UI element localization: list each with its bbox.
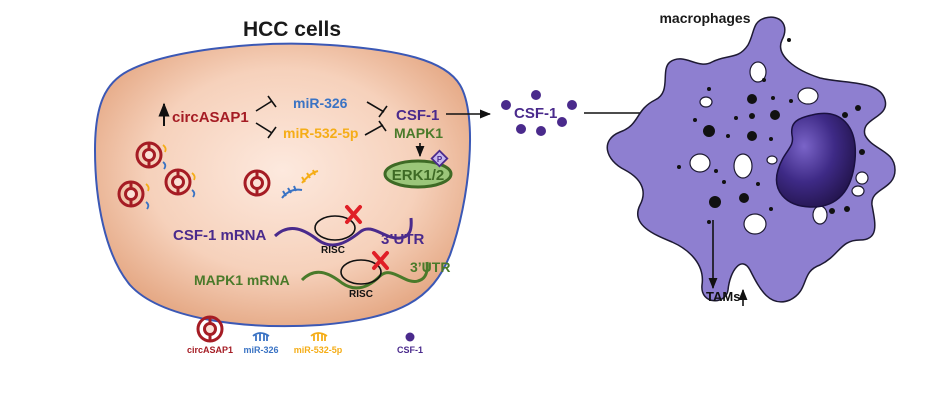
circ-inhibits-mir532-line bbox=[255, 122, 273, 134]
circasap1-label: circASAP1 bbox=[172, 109, 249, 126]
csf1-mrna-strand bbox=[273, 217, 413, 247]
erk12-label: ERK1/2 bbox=[392, 167, 445, 184]
circrna-cluster bbox=[117, 141, 319, 210]
inhibition-lines bbox=[255, 95, 388, 139]
legend-mir326-icon bbox=[252, 332, 270, 341]
mapk1-label: MAPK1 bbox=[394, 125, 443, 141]
mapk1-utr-label: 3’UTR bbox=[410, 259, 450, 275]
phospho-icon: P bbox=[430, 149, 449, 168]
legend-circrna-icon bbox=[196, 315, 224, 343]
erk-oval bbox=[383, 159, 453, 189]
csf1-dot-icon bbox=[557, 117, 567, 127]
legend-mir532-icon bbox=[310, 332, 328, 341]
csf1-inhibit-x-icon bbox=[345, 205, 362, 224]
csf1-dot-icon bbox=[516, 124, 526, 134]
secreted-csf1-dots bbox=[501, 90, 577, 136]
csf1-mrna-label: CSF-1 mRNA bbox=[173, 227, 267, 244]
csf1-dot-icon bbox=[567, 100, 577, 110]
csf1-dot-icon bbox=[531, 90, 541, 100]
macrophage-nucleus bbox=[775, 112, 857, 208]
legend-mir326-label: miR-326 bbox=[243, 345, 278, 355]
mapk1-risc-complex bbox=[340, 259, 382, 285]
legend-mir532-label: miR-532-5p bbox=[294, 345, 343, 355]
csf1-risc-label: RISC bbox=[321, 245, 345, 256]
phospho-label: P bbox=[437, 155, 443, 164]
secreted-csf1-label: CSF-1 bbox=[514, 105, 557, 122]
mir-532-5p-label: miR-532-5p bbox=[283, 125, 358, 141]
legend-csf1-label: CSF-1 bbox=[397, 345, 423, 355]
legend: circASAP1 miR-326 miR-532-5p CSF-1 bbox=[187, 315, 423, 355]
mapk1-risc-label: RISC bbox=[349, 289, 373, 300]
mir532-inhibits-mapk1-line bbox=[364, 124, 384, 136]
legend-csf1-dot-icon bbox=[405, 332, 415, 342]
circ-inhibits-mir326-line bbox=[255, 100, 273, 112]
macrophages-title: macrophages bbox=[659, 10, 750, 26]
csf1-risc-complex bbox=[314, 215, 356, 241]
free-mirna-icon bbox=[281, 169, 319, 199]
tams-label: TAMs bbox=[706, 289, 740, 304]
macrophage-cell bbox=[606, 16, 896, 303]
hcc-cells-title: HCC cells bbox=[243, 18, 341, 41]
mir-326-label: miR-326 bbox=[293, 95, 348, 111]
legend-circasap1-label: circASAP1 bbox=[187, 345, 233, 355]
csf1-dot-icon bbox=[536, 126, 546, 136]
mir326-inhibits-csf1-line bbox=[366, 101, 385, 113]
csf1-utr-label: 3’UTR bbox=[381, 231, 425, 248]
csf1-dot-icon bbox=[501, 100, 511, 110]
mapk1-inhibit-x-icon bbox=[372, 251, 389, 270]
mapk1-mrna-label: MAPK1 mRNA bbox=[194, 272, 290, 288]
csf1-label: CSF-1 bbox=[396, 107, 439, 124]
